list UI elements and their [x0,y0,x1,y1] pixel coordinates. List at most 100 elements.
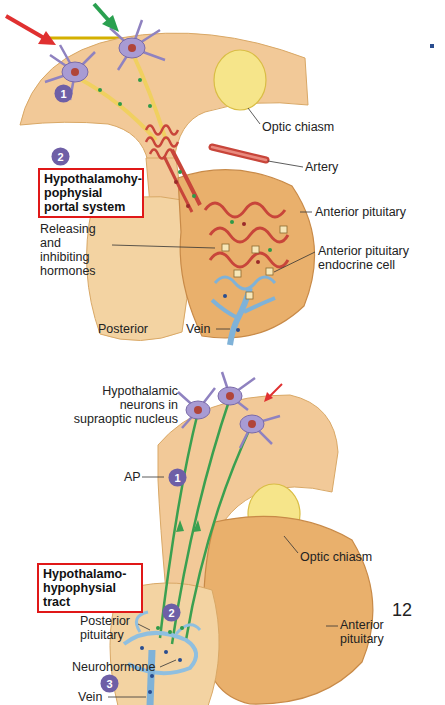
callout-number: 2 [51,147,70,166]
secondary-capillary-plexus [205,203,285,217]
stimulus-arrow [264,384,282,402]
callout-circle [51,147,69,165]
hormone-dot [223,294,227,298]
neurohormone-dot [150,674,154,678]
anterior-lobe [178,170,315,338]
callout-number: 3 [100,674,119,693]
part-label: Neurohormone [72,660,167,674]
neurohormone-dot [164,650,168,654]
neuron-cell [186,401,210,419]
vein [212,300,238,318]
endocrine-cell [222,226,287,299]
slide-decoration [45,37,120,40]
portal-vessel [164,156,192,212]
endocrine-cell [252,246,259,253]
neuron-cell [178,372,280,448]
optic-chiasm [214,50,266,110]
highlight-label: Hypothalamo- hypophysial tract [43,567,137,609]
callout-circle [54,84,72,102]
artery [212,147,266,160]
leader-line [108,697,146,698]
neuron-cell [62,62,88,82]
hormone-dot [148,104,152,108]
neuron-axon [78,78,156,140]
slide-decoration [430,44,434,48]
highlight-box: Hypothalamo- hypophysial tract [37,563,143,613]
highlight-label: Hypothalamohy- pophysial portal system [44,172,138,214]
endocrine-cell [234,270,241,277]
part-label: Posterior pituitary [80,614,142,642]
leader-line [268,161,303,167]
stimulus-arrow [94,4,110,22]
neuron-cell [226,392,234,400]
stimulus-arrow [102,15,119,32]
artery [212,147,266,160]
hormone-dot [236,328,240,332]
leader-line [300,212,312,213]
neurohormone-dot [140,646,144,650]
hormone-dot [192,194,196,198]
leader-line [160,660,176,667]
neuron-cell [194,406,202,414]
callout-number: 1 [54,84,73,103]
part-label: Anterior pituitary endocrine cell [318,244,440,272]
callout-number: 2 [162,603,181,622]
anterior-lobe [204,516,373,704]
endocrine-cell [246,292,253,299]
callout-number: 3 [100,674,119,693]
neurohormone-dot [148,690,152,694]
stimulus-arrow [264,392,273,402]
neurohormone-dot [178,658,182,662]
hypothalamus-tissue [20,33,308,162]
callout-number: 1 [54,84,73,103]
neuron-cell [119,38,145,58]
neuron-axon [172,398,230,644]
anterior-lobe [204,516,373,704]
neurohormone-dot [180,626,184,630]
callout-number: 1 [168,468,187,487]
hypothalamus-tissue [20,33,308,162]
leader-line [248,108,260,124]
artery [212,147,266,160]
leader-line [326,626,338,627]
neuron-cell [71,68,79,76]
hormone-dot [174,180,178,184]
neuron-axon [186,424,252,640]
leader-line [284,536,298,553]
neurohormone-dot [156,626,160,630]
part-label: Artery [305,160,385,174]
optic-chiasm [214,50,266,110]
secondary-capillary-plexus [210,228,288,242]
neuron-cell [218,387,242,405]
stimulus-arrow [6,16,44,38]
hormone-dot [138,78,142,82]
callout-circle [100,674,118,692]
neuron-axon [193,520,201,532]
leader-line [216,329,230,330]
neurohormone-dot [168,630,172,634]
endocrine-cell [280,226,287,233]
hormone-dot [186,204,190,208]
endocrine-cell [266,268,273,275]
secondary-capillary-plexus [215,277,275,289]
neuron-cell [128,44,136,52]
part-label: Optic chiasm [262,120,372,134]
part-label: Vein [186,322,226,336]
hormone-dot [268,248,272,252]
hormone-dot [98,88,102,92]
vein [212,288,275,345]
leader-line [142,477,164,478]
neuron-cell [178,372,280,448]
part-label: Anterior pituitary [340,618,402,646]
capillary-vein [124,612,200,705]
neuron-cell [110,20,165,70]
part-label: Anterior pituitary [315,205,440,219]
highlight-box: Hypothalamohy- pophysial portal system [38,168,144,218]
neuron-axon [176,520,184,532]
stimulus-arrow [38,31,56,45]
callout-circle [168,468,186,486]
hormone-dot [178,170,182,174]
stimulus-arrow [6,4,119,45]
neuron-cell [240,415,264,433]
